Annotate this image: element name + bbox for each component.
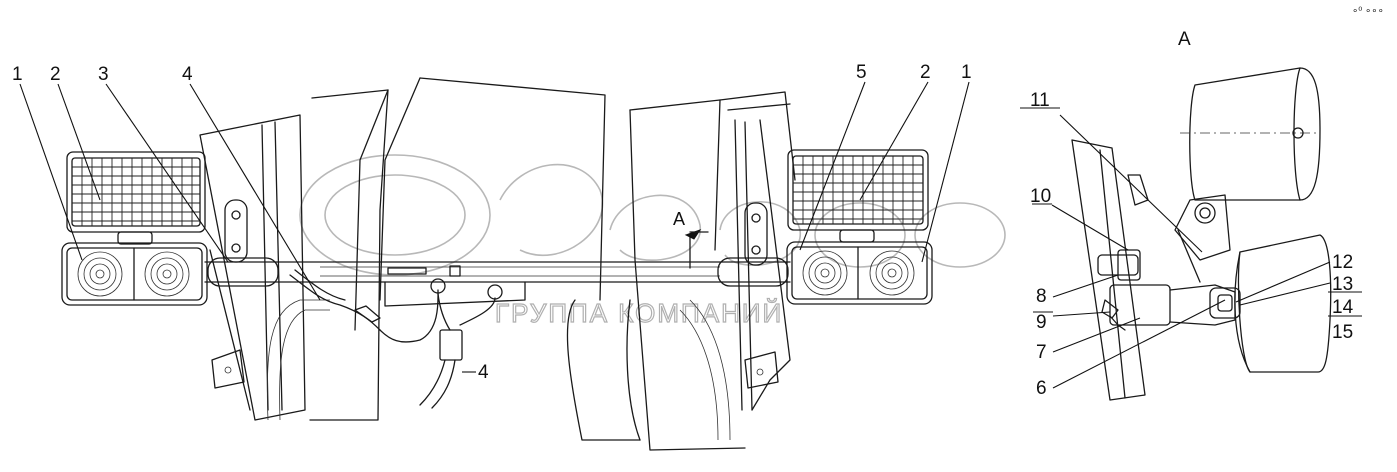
- left-signal-lamp: [61, 242, 208, 306]
- bracket-arms: [224, 199, 768, 266]
- callout-10: 10: [1030, 186, 1051, 207]
- callout-15: 15: [1332, 322, 1353, 343]
- callout-9: 9: [1036, 312, 1047, 333]
- right-work-lamp: [787, 149, 929, 243]
- right-signal-lamp: [786, 241, 933, 305]
- wiring-harness: [289, 269, 503, 409]
- callout-2-right: 2: [920, 62, 931, 83]
- left-work-lamp: [66, 151, 206, 245]
- callout-2-left: 2: [50, 64, 61, 85]
- callout-13: 13: [1332, 274, 1353, 295]
- view-arrow-a: [684, 229, 709, 269]
- callout-4-bottom: 4: [478, 362, 489, 383]
- callout-14: 14: [1332, 297, 1354, 318]
- mounting-bar: [204, 257, 791, 307]
- callout-12: 12: [1332, 252, 1353, 273]
- arrow-label: A: [673, 209, 685, 229]
- body-structure: [199, 77, 796, 451]
- callout-6: 6: [1036, 378, 1047, 399]
- callout-5: 5: [856, 62, 867, 83]
- callout-3: 3: [98, 64, 109, 85]
- detail-view-a: [1071, 67, 1332, 401]
- callout-7: 7: [1036, 342, 1047, 363]
- callout-1-right: 1: [961, 62, 972, 83]
- view-label-a: A: [1178, 29, 1191, 50]
- corner-mark: ∘⁰ ∘∘∘: [1352, 6, 1384, 17]
- callout-8: 8: [1036, 286, 1047, 307]
- callout-4-top: 4: [182, 64, 193, 85]
- callout-11: 11: [1030, 90, 1050, 111]
- leader-lines: [19, 81, 1362, 389]
- callout-1-left: 1: [12, 64, 23, 85]
